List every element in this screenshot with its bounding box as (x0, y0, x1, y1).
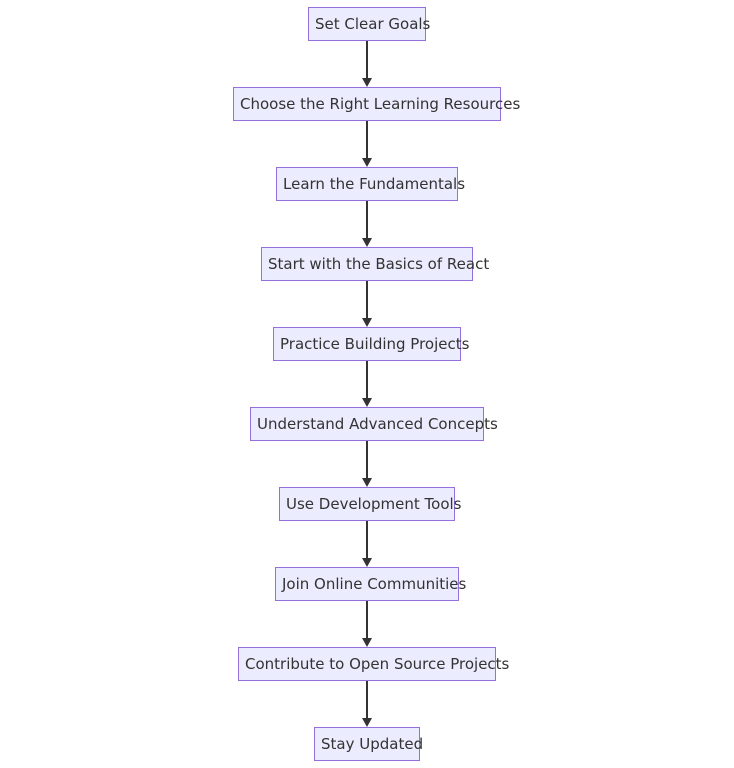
edge-arrowhead-1 (362, 78, 372, 87)
edge-arrowhead-6 (362, 478, 372, 487)
node-advanced-concepts: Understand Advanced Concepts (250, 407, 498, 441)
edge-arrowhead-8 (362, 638, 372, 647)
node-basics-of-react: Start with the Basics of React (261, 247, 489, 281)
node-practice-building-projects: Practice Building Projects (273, 327, 469, 361)
edge-arrowhead-3 (362, 238, 372, 247)
edge-arrowhead-2 (362, 158, 372, 167)
node-contribute-open-source: Contribute to Open Source Projects (238, 647, 509, 681)
node-set-clear-goals: Set Clear Goals (308, 7, 430, 41)
node-choose-learning-resources: Choose the Right Learning Resources (233, 87, 520, 121)
node-online-communities: Join Online Communities (275, 567, 466, 601)
edge-arrowhead-9 (362, 718, 372, 727)
edge-arrowhead-4 (362, 318, 372, 327)
edge-arrowhead-7 (362, 558, 372, 567)
edge-arrowhead-5 (362, 398, 372, 407)
node-learn-fundamentals: Learn the Fundamentals (276, 167, 465, 201)
node-development-tools: Use Development Tools (279, 487, 462, 521)
node-stay-updated: Stay Updated (314, 727, 423, 761)
